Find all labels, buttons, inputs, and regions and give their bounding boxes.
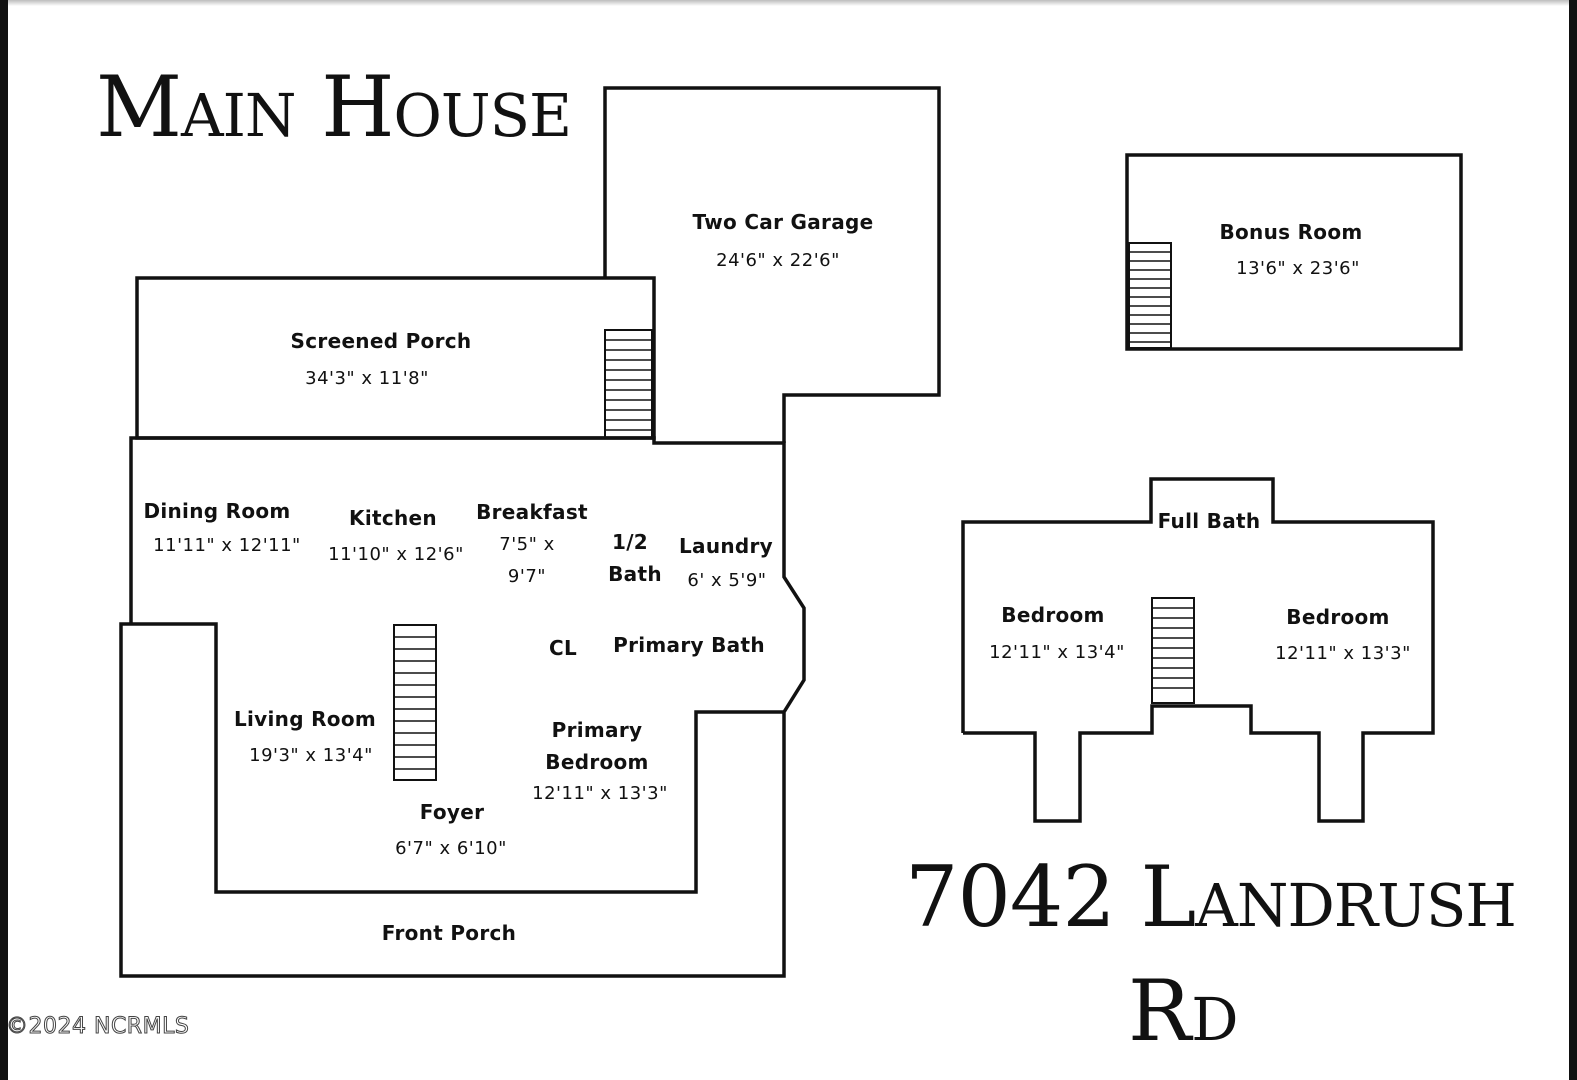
primary-bedroom-dimensions: 12'11" x 13'3" bbox=[532, 783, 668, 804]
breakfast-label: Breakfast bbox=[476, 500, 588, 524]
garage-outline bbox=[603, 86, 941, 443]
left-border bbox=[0, 0, 8, 1080]
address-line-2: Rd bbox=[1128, 962, 1239, 1060]
address-line-1: 7042 Landrush bbox=[905, 848, 1517, 946]
stairs-bonus-room bbox=[1128, 242, 1172, 349]
garage-label: Two Car Garage bbox=[692, 210, 874, 234]
stairs-living-room bbox=[393, 624, 437, 781]
full-bath-label: Full Bath bbox=[1157, 509, 1261, 533]
kitchen-label: Kitchen bbox=[349, 506, 437, 530]
primary-bedroom-label-line1: Primary bbox=[551, 718, 643, 742]
dining-room-dimensions: 11'11" x 12'11" bbox=[153, 535, 301, 556]
foyer-dimensions: 6'7" x 6'10" bbox=[395, 838, 507, 859]
bedroom-left-label: Bedroom bbox=[1001, 603, 1105, 627]
living-room-label: Living Room bbox=[233, 707, 377, 731]
front-porch-label: Front Porch bbox=[381, 921, 517, 945]
garage-dimensions: 24'6" x 22'6" bbox=[716, 250, 840, 271]
breakfast-dimensions-line2: 9'7" bbox=[507, 566, 547, 587]
half-bath-label-line2: Bath bbox=[608, 562, 662, 586]
kitchen-dimensions: 11'10" x 12'6" bbox=[328, 544, 464, 565]
laundry-dimensions: 6' x 5'9" bbox=[687, 570, 767, 591]
upstairs-outline bbox=[961, 477, 1435, 823]
bedroom-right-dimensions: 12'11" x 13'3" bbox=[1275, 643, 1411, 664]
screened-porch-outline bbox=[135, 276, 656, 440]
copyright-watermark: ©2024 NCRMLS bbox=[5, 1014, 190, 1040]
screened-porch-label: Screened Porch bbox=[290, 329, 472, 353]
right-border bbox=[1569, 0, 1577, 1080]
foyer-label: Foyer bbox=[419, 800, 485, 824]
bedroom-right-label: Bedroom bbox=[1286, 605, 1390, 629]
bonus-room-label: Bonus Room bbox=[1219, 220, 1363, 244]
primary-bath-label: Primary Bath bbox=[613, 633, 765, 657]
closet-label: CL bbox=[548, 636, 578, 660]
bonus-room-outline bbox=[1125, 153, 1463, 351]
breakfast-dimensions-line1: 7'5" x bbox=[499, 534, 555, 555]
bonus-room-dimensions: 13'6" x 23'6" bbox=[1236, 258, 1360, 279]
screened-porch-dimensions: 34'3" x 11'8" bbox=[305, 368, 429, 389]
plan-title: Main House bbox=[96, 58, 572, 156]
stairs-upstairs bbox=[1151, 597, 1195, 704]
stairs-porch bbox=[604, 329, 653, 439]
dining-room-label: Dining Room bbox=[143, 499, 291, 523]
bedroom-left-dimensions: 12'11" x 13'4" bbox=[989, 642, 1125, 663]
living-room-dimensions: 19'3" x 13'4" bbox=[249, 745, 373, 766]
primary-bedroom-label-line2: Bedroom bbox=[545, 750, 649, 774]
laundry-label: Laundry bbox=[678, 534, 774, 558]
half-bath-label-line1: 1/2 bbox=[611, 530, 649, 554]
top-shadow bbox=[0, 0, 1577, 6]
